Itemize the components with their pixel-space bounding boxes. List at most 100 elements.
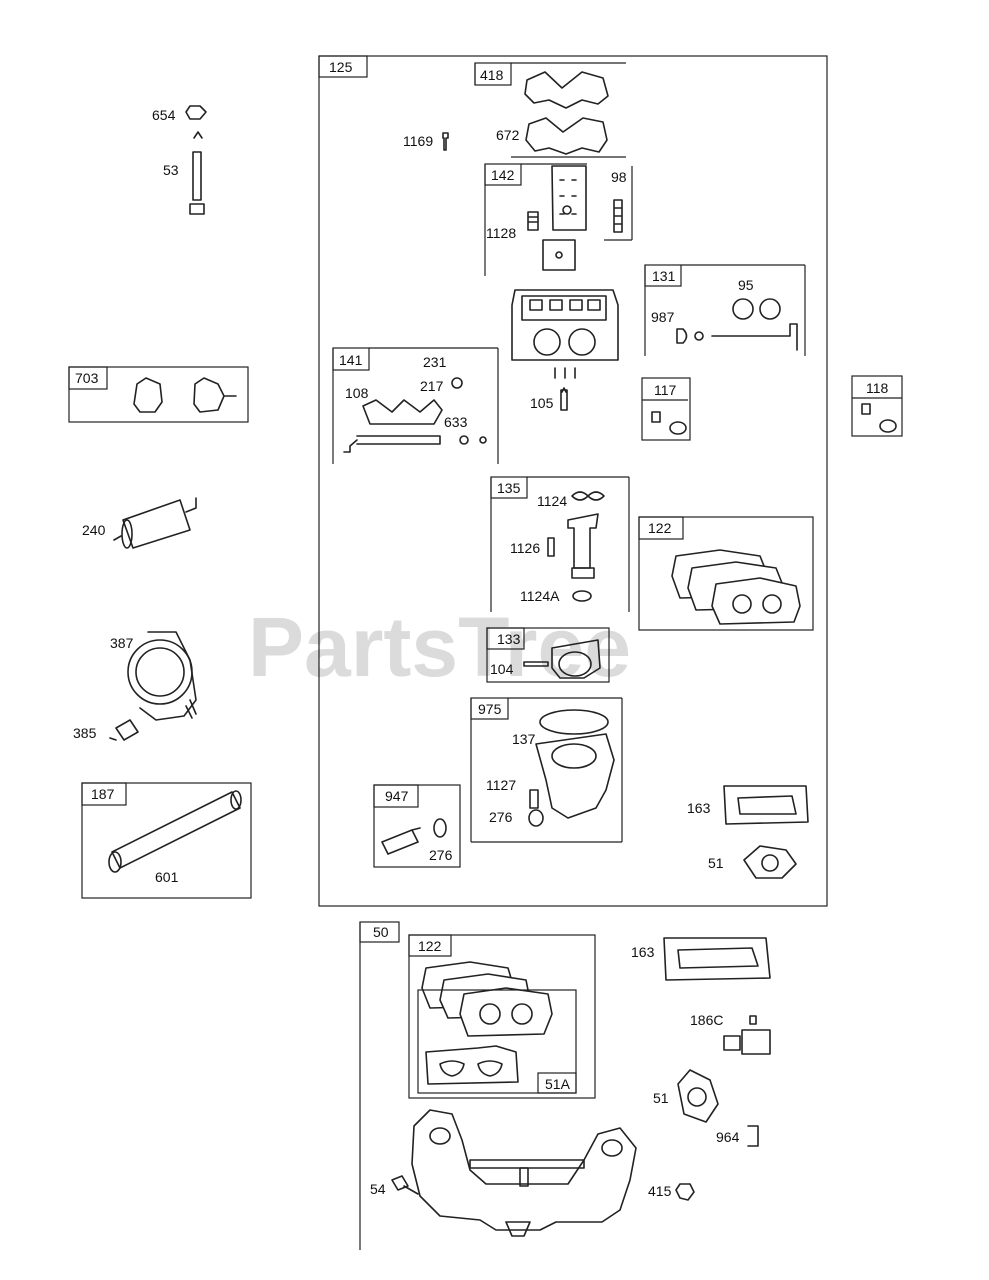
part-label-51b: 51 [653,1090,669,1106]
watermark: PartsTree [248,600,631,694]
group-131: 131 [644,264,806,356]
group-label-133: 133 [497,631,521,647]
throttle-body [535,733,615,819]
part-label-231: 231 [423,354,447,370]
group-125-frame: 125 [318,55,828,907]
group-118: 118 [851,375,903,437]
group-703: 703 [68,366,249,423]
part-label-1127: 1127 [486,777,516,793]
group-141: 141 [332,347,499,464]
choke-shaft-disc-left [732,298,754,320]
group-50: 50 [359,921,400,1250]
gasket-163a [723,785,809,825]
group-133: 133 [486,627,610,683]
part-label-163b: 163 [631,944,655,960]
o-ring-137 [539,709,609,735]
nut-415 [675,1183,695,1201]
group-label-142: 142 [491,167,515,183]
valve-cover-gasket-672 [525,117,608,155]
group-label-418: 418 [480,67,504,83]
group-label-131: 131 [652,268,676,284]
group-187: 187 [81,782,252,899]
float-bowl-133 [551,639,601,679]
group-label-141: 141 [339,352,363,368]
part-label-217: 217 [420,378,444,394]
part-label-95: 95 [738,277,754,293]
choke-shaft [711,323,798,351]
screw-105 [560,387,568,411]
fuel-filter-240 [113,497,197,549]
bolt-54 [391,1175,419,1195]
group-135: 135 [490,476,630,612]
part-label-276b: 276 [429,847,453,863]
part-label-108: 108 [345,385,369,401]
bolt-1169 [442,132,449,151]
group-label-50: 50 [373,924,389,940]
part-label-1128: 1128 [486,225,516,241]
part-964 [747,1125,759,1147]
stud-53 [189,151,205,215]
part-label-387: 387 [110,635,134,651]
solenoid-947 [381,827,421,855]
carburetor-plate [551,165,587,231]
part-label-601: 601 [155,869,179,885]
fuel-pump-387 [127,631,197,721]
part-label-163a: 163 [687,800,711,816]
group-label-135: 135 [497,480,521,496]
clamp-right [193,377,237,413]
throttle-shaft [343,435,441,453]
valve-cover-gasket-418 [524,71,609,109]
part-label-240: 240 [82,522,106,538]
part-label-385: 385 [73,725,97,741]
group-label-122-lower: 122 [418,938,442,954]
part-label-98: 98 [611,169,627,185]
gasket-51a-plate [425,1045,519,1085]
group-label-187: 187 [91,786,115,802]
screw-1128 [527,211,539,231]
washer [193,131,203,139]
clamp-left [133,377,163,413]
part-label-137: 137 [512,731,536,747]
group-947: 947 [373,784,461,868]
part-label-276a: 276 [489,809,513,825]
group-418: 418 672 [474,62,626,158]
group-label-117: 117 [654,382,677,398]
group-51a: 51A [417,989,577,1094]
part-label-54: 54 [370,1181,386,1197]
gasket-51a [743,845,797,879]
gasket-51b [677,1069,719,1123]
fitting-385 [109,719,139,741]
fuel-line-601 [111,791,241,869]
group-98: 98 [604,166,633,241]
group-label-122-upper: 122 [648,520,672,536]
jet-98 [613,199,623,233]
group-label-118: 118 [866,380,889,396]
group-122-upper: 122 [638,516,814,631]
part-label-1124a: 1124A [520,588,560,604]
part-label-186c: 186C [690,1012,723,1028]
group-117: 117 [641,377,691,441]
carburetor-body [511,289,619,379]
group-label-947: 947 [385,788,409,804]
float-1124 [571,491,605,501]
group-label-51a: 51A [545,1076,571,1092]
part-label-633: 633 [444,414,468,430]
group-label-125: 125 [329,59,353,75]
group-975: 975 [470,697,623,843]
part-label-105: 105 [530,395,554,411]
part-label-415: 415 [648,1183,672,1199]
part-186c [723,1015,771,1055]
nut-654 [185,105,207,120]
group-142: 142 [484,163,587,276]
carburetor-gasket [542,239,576,271]
choke-shaft-disc-right [759,298,781,320]
part-label-104: 104 [490,661,514,677]
float-bowl-1126 [567,513,599,569]
part-label-964: 964 [716,1129,740,1145]
group-label-975: 975 [478,701,502,717]
group-122-lower: 122 [408,934,596,1099]
choke-bushing [676,328,688,344]
gasket-163b [663,937,771,981]
intake-manifold [411,1109,637,1237]
